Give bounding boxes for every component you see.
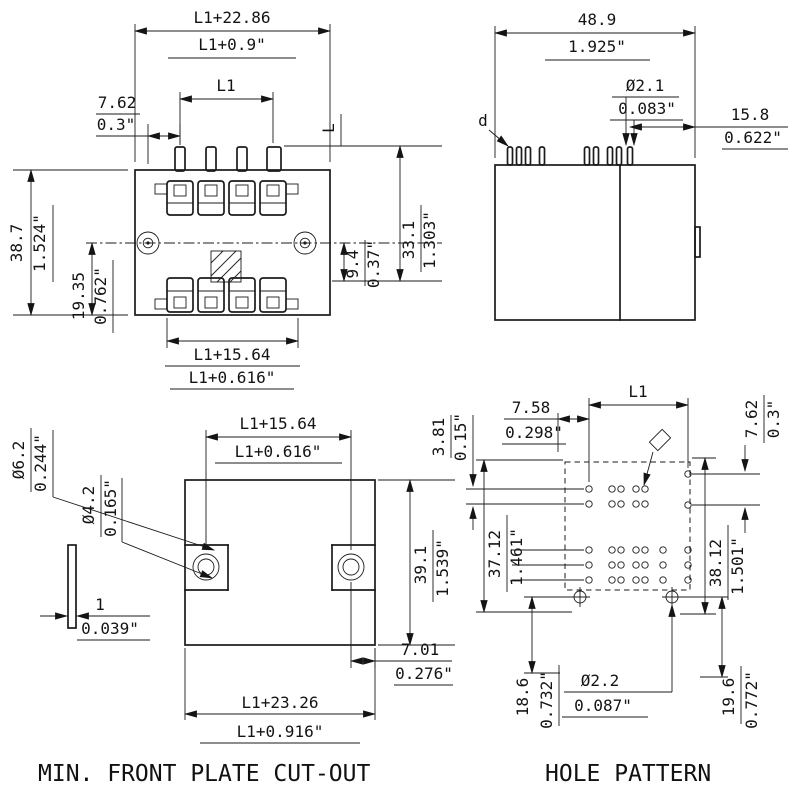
dim-holes-col-offset-mm: 7.58 xyxy=(512,398,551,417)
side-view xyxy=(494,146,701,321)
dim-front-half-height-mm: 19.35 xyxy=(69,272,88,320)
dim-front-depth-in: 1.303" xyxy=(420,211,439,269)
terminal-row-bottom xyxy=(154,277,299,313)
dim-holes-height-a-in: 1.461" xyxy=(507,528,526,586)
front-plate-section xyxy=(67,544,77,629)
dim-cutout-span-in: L1+0.616" xyxy=(235,442,322,461)
dim-cutout-outer-dia-mm: Ø6.2 xyxy=(9,441,28,480)
dim-front-pin-offset-in: 0.3" xyxy=(97,115,136,134)
hole-pattern-boundary xyxy=(564,461,691,591)
dim-front-inner-width-mm: L1+15.64 xyxy=(193,345,270,364)
dim-cutout-offset-mm: 7.01 xyxy=(401,640,440,659)
dim-holes-screw-dia-in: 0.087" xyxy=(574,696,632,715)
cutout-view-title: MIN. FRONT PLATE CUT-OUT xyxy=(38,761,370,787)
pin-cross-section-symbol xyxy=(648,428,672,452)
side-body-outline xyxy=(494,164,696,321)
cutout-screw-hole-right xyxy=(337,553,365,581)
dim-plate-thickness-in: 0.039" xyxy=(81,619,139,638)
dim-holes-half-pitch-in: 0.15" xyxy=(451,413,470,461)
dim-front-pin-offset-mm: 7.62 xyxy=(98,93,137,112)
dim-side-edge-offset-mm: 15.8 xyxy=(731,105,770,124)
dim-holes-height-a-mm: 37.12 xyxy=(485,530,504,578)
dim-cutout-span-mm: L1+15.64 xyxy=(239,414,316,433)
dim-side-pin-label: d xyxy=(478,111,488,130)
dim-cutout-inner-dia-mm: Ø4.2 xyxy=(79,486,98,525)
dim-cutout-offset-in: 0.276" xyxy=(395,664,453,683)
cutout-outline xyxy=(184,479,376,646)
dim-front-outer-width-mm: L1+22.86 xyxy=(193,8,270,27)
side-solder-pins xyxy=(506,146,634,166)
dim-front-pin-length-label: L xyxy=(319,123,338,133)
hole-pattern-view xyxy=(564,428,692,607)
dim-holes-half-pitch-mm: 3.81 xyxy=(429,418,448,457)
hole-pattern-dimensions: L1 7.58 0.298" 3.81 0.15" 37.12 1.461" 3… xyxy=(429,382,783,729)
dim-side-width-in: 1.925" xyxy=(568,37,626,56)
pattern-screw-hole-left xyxy=(570,587,590,607)
dim-front-height-mm: 38.7 xyxy=(7,224,26,263)
dim-holes-bottom-a-in: 0.732" xyxy=(537,671,556,729)
terminal-row-top xyxy=(154,180,299,216)
dim-cutout-width-mm: L1+23.26 xyxy=(241,693,318,712)
side-dimensions: 48.9 1.925" Ø2.1 0.083" 15.8 0.622" d xyxy=(478,10,788,158)
cutout-view xyxy=(67,479,376,646)
dim-cutout-outer-dia-in: 0.244" xyxy=(31,434,50,492)
solder-pins xyxy=(174,146,282,172)
dim-holes-height-b-in: 1.501" xyxy=(728,537,747,595)
dim-holes-bottom-b-mm: 19.6 xyxy=(719,678,738,717)
dim-holes-screw-dia-mm: Ø2.2 xyxy=(581,671,620,690)
dim-side-pin-dia-in: 0.083" xyxy=(618,99,676,118)
dim-front-half-height-in: 0.762" xyxy=(91,267,110,325)
dim-side-pin-dia-mm: Ø2.1 xyxy=(626,76,665,95)
dim-side-edge-offset-in: 0.622" xyxy=(724,128,782,147)
dim-front-row-offset-in: 0.37" xyxy=(364,240,383,288)
dim-front-row-offset-mm: 9.4 xyxy=(343,250,362,279)
dim-side-width-mm: 48.9 xyxy=(578,10,617,29)
dim-front-height-in: 1.524" xyxy=(30,214,49,272)
dim-front-l1: L1 xyxy=(216,76,235,95)
front-dimensions: L1+22.86 L1+0.9" L1 7.62 0.3" L 38.7 1.5… xyxy=(7,8,442,390)
cutout-screw-hole-left xyxy=(192,553,220,581)
dim-front-depth-mm: 33.1 xyxy=(399,221,418,260)
dim-holes-l1: L1 xyxy=(628,382,647,401)
dim-holes-pitch-mm: 7.62 xyxy=(742,400,761,439)
dim-holes-col-offset-in: 0.298" xyxy=(505,423,563,442)
front-body-outline xyxy=(134,169,331,316)
dim-cutout-height-in: 1.539" xyxy=(433,539,452,597)
dim-holes-height-b-mm: 38.12 xyxy=(706,539,725,587)
hole-pattern-title: HOLE PATTERN xyxy=(545,761,711,787)
pattern-screw-hole-right xyxy=(662,587,682,607)
dim-cutout-inner-dia-in: 0.165" xyxy=(101,479,120,537)
dim-front-inner-width-in: L1+0.616" xyxy=(189,368,276,387)
coding-block-hatched xyxy=(210,250,242,283)
dim-cutout-height-mm: 39.1 xyxy=(411,546,430,585)
dim-front-outer-width-in: L1+0.9" xyxy=(198,35,265,54)
dim-cutout-width-in: L1+0.916" xyxy=(237,722,324,741)
cutout-dimensions: Ø6.2 0.244" Ø4.2 0.165" 1 0.039" L1+15.6… xyxy=(9,414,455,744)
dim-holes-bottom-a-mm: 18.6 xyxy=(513,678,532,717)
contact-holes xyxy=(585,470,692,584)
dim-holes-pitch-in: 0.3" xyxy=(764,400,783,439)
dim-holes-bottom-b-in: 0.772" xyxy=(742,671,761,729)
side-latch xyxy=(694,226,701,258)
front-view xyxy=(86,146,442,316)
dim-plate-thickness-mm: 1 xyxy=(95,595,105,614)
